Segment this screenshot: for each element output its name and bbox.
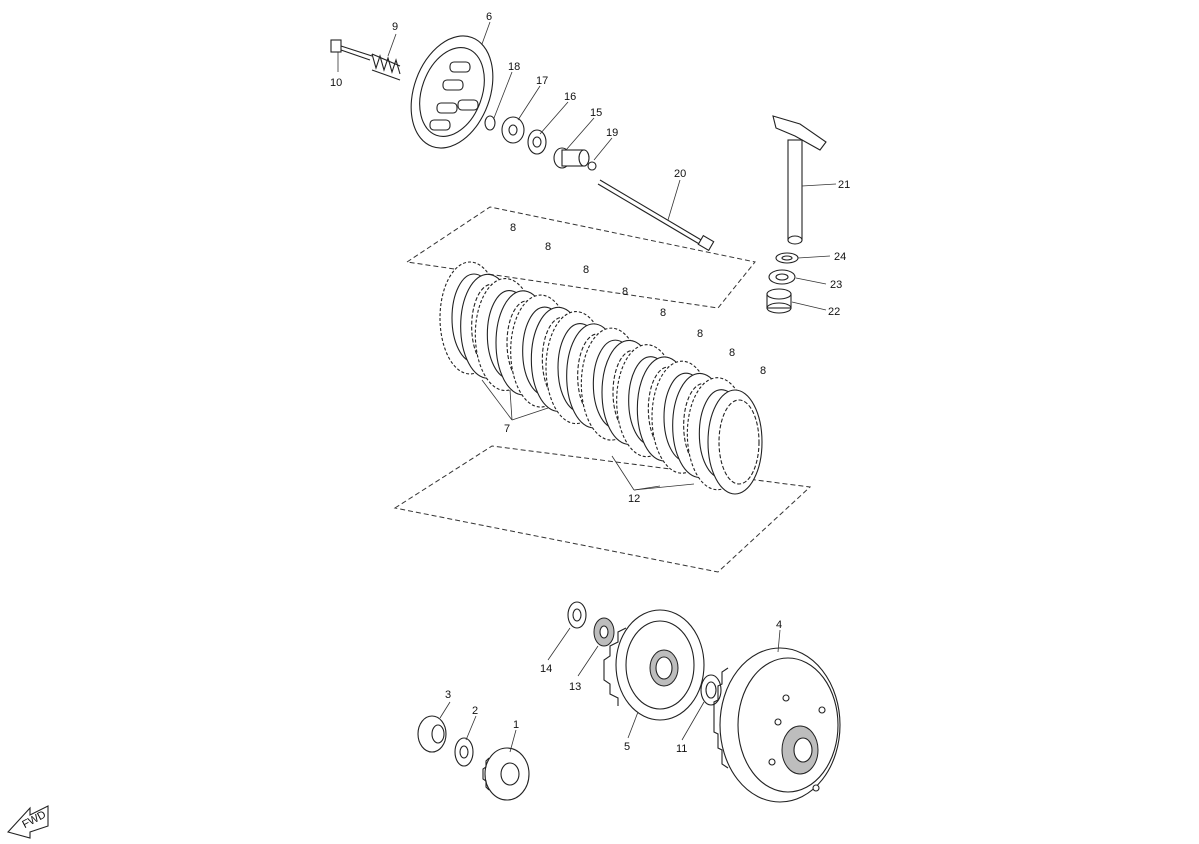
bolt — [330, 39, 373, 61]
lock-washer — [593, 617, 615, 647]
bearing — [527, 129, 547, 155]
label-8b: 8 — [545, 241, 551, 253]
thrust-washer — [700, 674, 722, 706]
lock-washer-2 — [454, 737, 474, 767]
label-13: 13 — [569, 681, 581, 693]
primary-drive-gear — [482, 747, 530, 801]
label-8d: 8 — [622, 286, 628, 298]
label-8g: 8 — [729, 347, 735, 359]
label-8e: 8 — [660, 307, 666, 319]
label-12: 12 — [628, 493, 640, 505]
lever-bearing — [766, 288, 792, 314]
plate-inner-edge — [718, 399, 760, 485]
label-10: 10 — [330, 77, 342, 89]
lower-assembly-box — [393, 445, 812, 573]
label-3: 3 — [445, 689, 451, 701]
label-14: 14 — [540, 663, 552, 675]
washer — [501, 116, 525, 144]
label-18: 18 — [508, 61, 520, 73]
lever-washer — [768, 269, 796, 285]
label-15: 15 — [590, 107, 602, 119]
fwd-arrow-icon: FWD — [6, 805, 49, 839]
compression-spring — [371, 53, 401, 81]
label-7: 7 — [504, 423, 510, 435]
part-labels: 10 9 6 18 17 16 15 19 20 21 24 23 22 8 8… — [330, 11, 850, 755]
label-8a: 8 — [510, 222, 516, 234]
label-5: 5 — [624, 741, 630, 753]
steel-plate — [707, 389, 763, 495]
upper-assembly-box — [405, 206, 756, 309]
circlip — [484, 115, 496, 131]
nut — [417, 715, 447, 753]
label-11: 11 — [676, 743, 687, 755]
label-8c: 8 — [583, 264, 589, 276]
label-8f: 8 — [697, 328, 703, 340]
label-6: 6 — [486, 11, 492, 23]
steel-ball — [587, 161, 597, 171]
label-4: 4 — [776, 619, 782, 631]
label-2: 2 — [472, 705, 478, 717]
collar — [567, 601, 587, 629]
push-rod-2 — [597, 179, 715, 252]
label-24: 24 — [834, 251, 846, 263]
plate-stack — [439, 261, 763, 495]
label-19: 19 — [606, 127, 618, 139]
label-21: 21 — [838, 179, 850, 191]
push-rod-1 — [553, 147, 590, 169]
pressure-plate — [410, 35, 494, 149]
label-1: 1 — [513, 719, 519, 731]
clutch-boss — [603, 609, 705, 721]
label-8h: 8 — [760, 365, 766, 377]
oil-seal — [775, 252, 799, 264]
leader-lines — [337, 21, 837, 753]
label-20: 20 — [674, 168, 686, 180]
label-23: 23 — [830, 279, 842, 291]
label-16: 16 — [564, 91, 576, 103]
label-22: 22 — [828, 306, 840, 318]
label-9: 9 — [392, 21, 398, 33]
label-17: 17 — [536, 75, 548, 87]
clutch-housing — [713, 647, 841, 803]
push-lever-shaft — [772, 115, 827, 245]
